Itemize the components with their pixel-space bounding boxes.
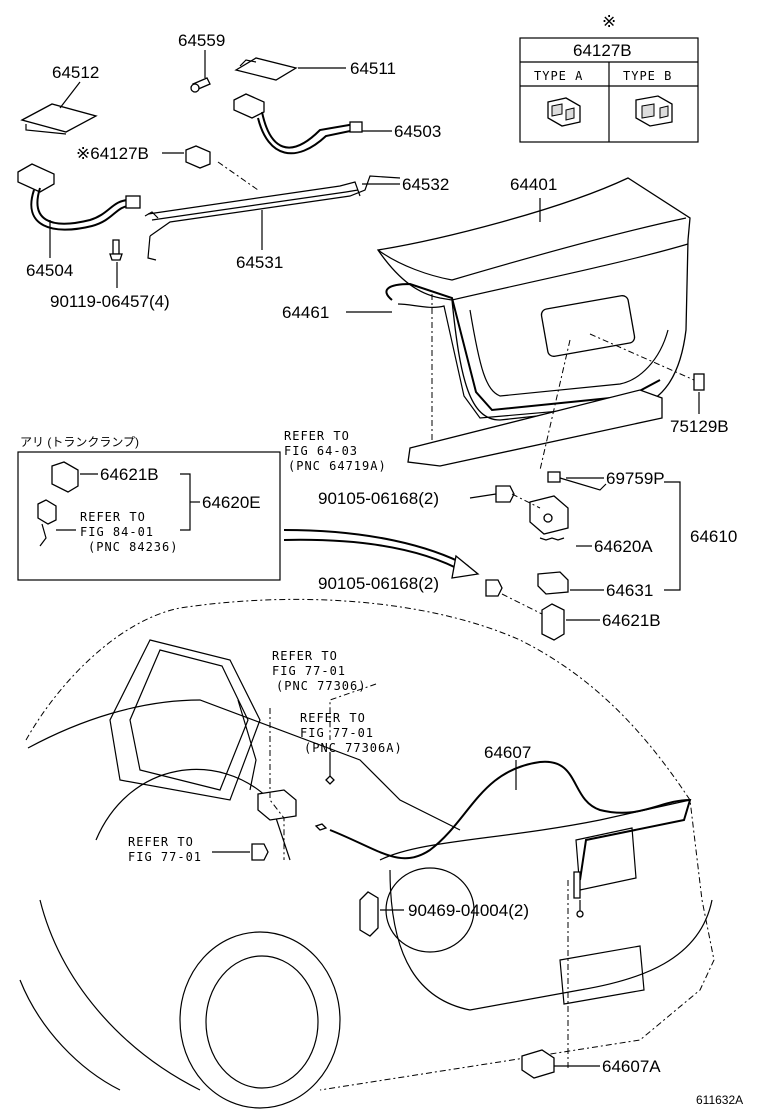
ref4-line1: REFER TO xyxy=(128,835,194,849)
trunk-lamp-inset xyxy=(17,451,281,581)
ref2-line3: (PNC 77306) xyxy=(276,679,366,693)
label-64532: 64532 xyxy=(402,175,449,194)
label-64531: 64531 xyxy=(236,253,283,272)
release-lever xyxy=(212,683,377,861)
label-64512: 64512 xyxy=(52,63,99,82)
inset-ref-line1: REFER TO xyxy=(80,510,146,524)
arrow-shaft xyxy=(283,529,469,567)
label-64621b-box: 64621B xyxy=(100,465,159,484)
label-90105-b: 90105-06168(2) xyxy=(318,574,439,593)
lamp-socket-drawing xyxy=(37,499,76,547)
label-64620e: 64620E xyxy=(202,493,261,512)
inset-heading: アリ (トランクランプ) xyxy=(20,435,139,449)
trunk-lid xyxy=(346,177,705,471)
label-64503: 64503 xyxy=(394,122,441,141)
label-90469: 90469-04004(2) xyxy=(408,901,529,920)
label-64559: 64559 xyxy=(178,31,225,50)
clip-type-a-drawing xyxy=(547,97,581,127)
label-64621b: 64621B xyxy=(602,611,661,630)
legend-type-b: TYPE B xyxy=(623,69,672,83)
legend-type-a: TYPE A xyxy=(534,69,583,83)
label-64607a: 64607A xyxy=(602,1057,661,1076)
inset-ref-line2: FIG 84-01 xyxy=(80,525,154,539)
label-69759p: 69759P xyxy=(606,469,665,488)
inset-ref-line3: (PNC 84236) xyxy=(88,540,178,554)
label-90119: 90119-06457(4) xyxy=(50,292,170,311)
label-64610: 64610 xyxy=(690,527,737,546)
hinge-parts xyxy=(17,50,392,288)
ref1-line2: FIG 64-03 xyxy=(284,444,358,458)
clip-type-b-drawing xyxy=(635,95,673,127)
arrow-shaft-2 xyxy=(283,538,465,573)
release-cable xyxy=(329,760,692,1070)
legend-mark: ※ xyxy=(602,12,616,31)
car-body xyxy=(19,598,715,1109)
ref3-line2: FIG 77-01 xyxy=(300,726,374,740)
ref4-line2: FIG 77-01 xyxy=(128,850,202,864)
ref1-line1: REFER TO xyxy=(284,429,350,443)
ref3-line3: (PNC 77306A) xyxy=(304,741,403,755)
lock-assembly xyxy=(469,471,681,641)
label-64127b-left: ※64127B xyxy=(76,144,149,163)
legend-table: ※ 64127B TYPE A TYPE B xyxy=(519,12,699,143)
label-75129b: 75129B xyxy=(670,417,729,436)
torsion-rods xyxy=(144,161,401,261)
label-64620a: 64620A xyxy=(594,537,653,556)
figure-id: 611632A xyxy=(696,1093,743,1107)
ref1-line3: (PNC 64719A) xyxy=(288,459,387,473)
label-64461: 64461 xyxy=(282,303,329,322)
label-64401: 64401 xyxy=(510,175,557,194)
label-64504: 64504 xyxy=(26,261,73,280)
ref2-line1: REFER TO xyxy=(272,649,338,663)
label-64607: 64607 xyxy=(484,743,531,762)
part-labels: 64559 64512 64511 64503 ※64127B 64532 64… xyxy=(26,31,743,1107)
ref3-line1: REFER TO xyxy=(300,711,366,725)
lamp-bracket-drawing xyxy=(51,461,98,493)
inset-labels: アリ (トランクランプ) REFER TO FIG 84-01 (PNC 842… xyxy=(20,435,178,554)
clips-bottom xyxy=(359,891,600,1079)
ref2-line2: FIG 77-01 xyxy=(272,664,346,678)
label-90105-a: 90105-06168(2) xyxy=(318,489,439,508)
label-64631: 64631 xyxy=(606,581,653,600)
reference-notes: REFER TO FIG 64-03 (PNC 64719A) REFER TO… xyxy=(128,429,403,864)
arrow-head xyxy=(451,554,480,579)
legend-title: 64127B xyxy=(573,41,632,60)
label-64511: 64511 xyxy=(350,59,396,78)
